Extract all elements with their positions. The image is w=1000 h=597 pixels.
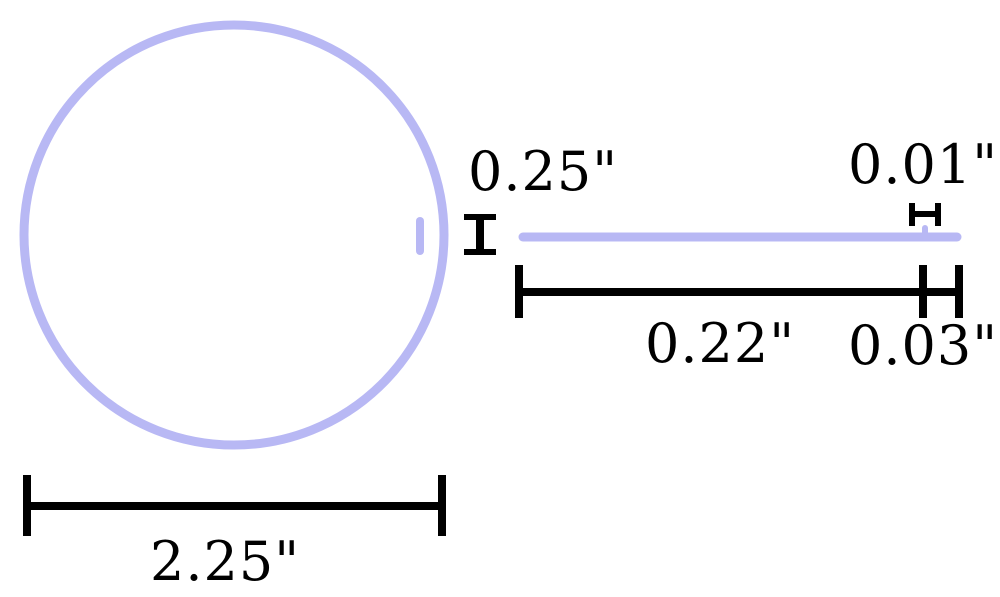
length-dimension-marker — [515, 265, 963, 318]
circle-diameter-label: 2.25" — [150, 530, 300, 593]
height-dimension-marker — [464, 214, 496, 255]
tab-height-label: 0.25" — [468, 140, 618, 203]
diameter-dimension-marker — [23, 475, 446, 536]
tab-offset-label: 0.03" — [848, 314, 998, 377]
tab-thickness-label: 0.01" — [848, 133, 998, 196]
tab-length-label: 0.22" — [645, 312, 795, 375]
thickness-dimension-marker — [909, 203, 941, 226]
circle-outline — [19, 20, 449, 450]
